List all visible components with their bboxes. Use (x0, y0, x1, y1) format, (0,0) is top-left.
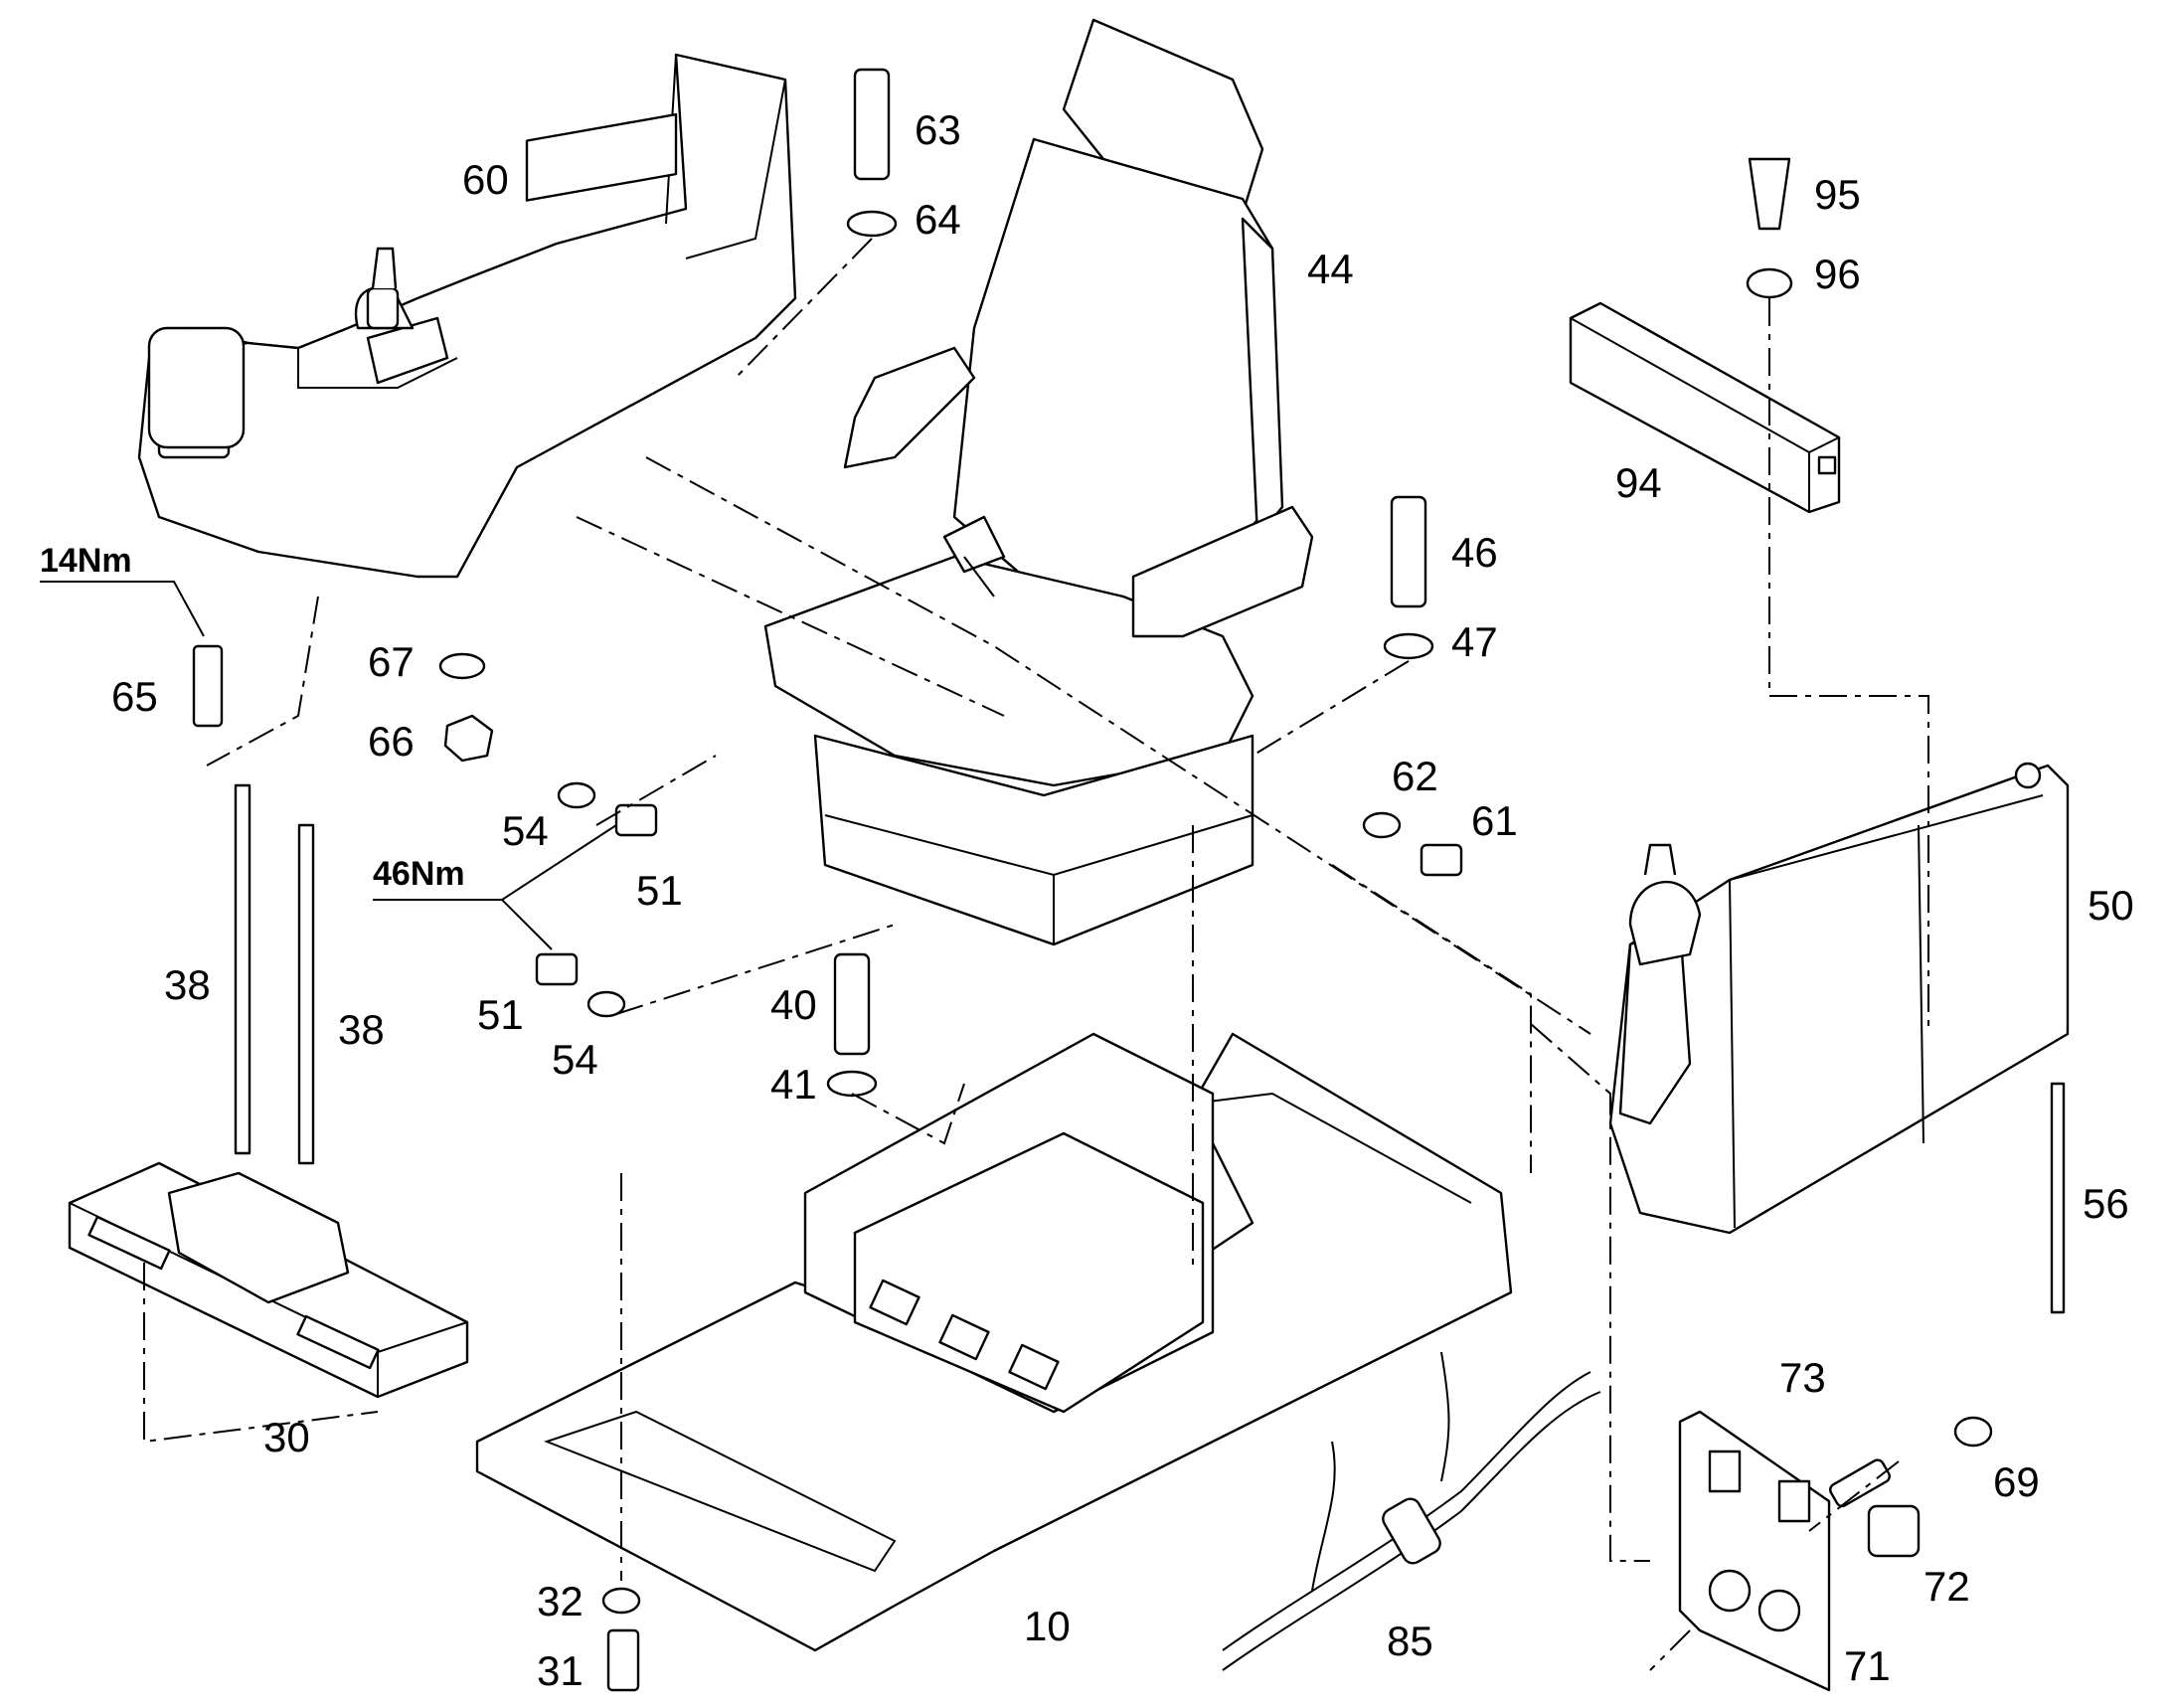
label-71: 71 (1844, 1642, 1891, 1689)
operator-seat (763, 18, 1314, 946)
label-38-left: 38 (164, 961, 211, 1008)
torque-14nm: 14Nm (40, 542, 132, 580)
fasteners (192, 68, 1993, 1692)
label-61: 61 (1471, 797, 1518, 844)
label-46: 46 (1451, 529, 1498, 576)
label-95: 95 (1814, 171, 1861, 218)
label-73: 73 (1779, 1354, 1826, 1401)
label-85: 85 (1387, 1618, 1433, 1664)
label-51-bottom: 51 (477, 991, 524, 1038)
label-50: 50 (2088, 882, 2134, 929)
pedal-plate (68, 1161, 469, 1399)
label-94: 94 (1615, 459, 1662, 506)
label-56: 56 (2083, 1180, 2129, 1227)
label-31: 31 (537, 1647, 584, 1694)
torque-leaders (40, 581, 617, 950)
label-72: 72 (1923, 1563, 1970, 1610)
label-65: 65 (111, 673, 158, 720)
label-30: 30 (263, 1414, 310, 1460)
label-40: 40 (770, 981, 817, 1028)
floor-plate (475, 1032, 1513, 1652)
label-44: 44 (1307, 246, 1354, 292)
label-41: 41 (770, 1061, 817, 1108)
label-62: 62 (1392, 753, 1438, 799)
label-63: 63 (915, 106, 961, 153)
left-control-console (137, 53, 797, 579)
label-96: 96 (1814, 251, 1861, 297)
torque-46nm: 46Nm (373, 855, 465, 893)
label-64: 64 (915, 196, 961, 243)
label-32: 32 (537, 1578, 584, 1624)
label-47: 47 (1451, 618, 1498, 665)
label-69: 69 (1993, 1458, 2040, 1505)
label-38-right: 38 (338, 1006, 385, 1053)
connector-plate (1678, 1410, 1831, 1692)
label-54-top: 54 (502, 807, 549, 854)
rods (234, 783, 2066, 1314)
wiring-harness (1222, 1351, 1601, 1671)
label-60: 60 (462, 156, 509, 203)
label-10: 10 (1024, 1603, 1071, 1649)
assembly-lines (143, 238, 1929, 1671)
label-67: 67 (368, 638, 415, 685)
label-66: 66 (368, 718, 415, 765)
armrest-block (1569, 301, 1841, 514)
label-51-top: 51 (636, 867, 683, 914)
right-control-console (1608, 762, 2070, 1235)
label-54-bottom: 54 (552, 1036, 598, 1083)
